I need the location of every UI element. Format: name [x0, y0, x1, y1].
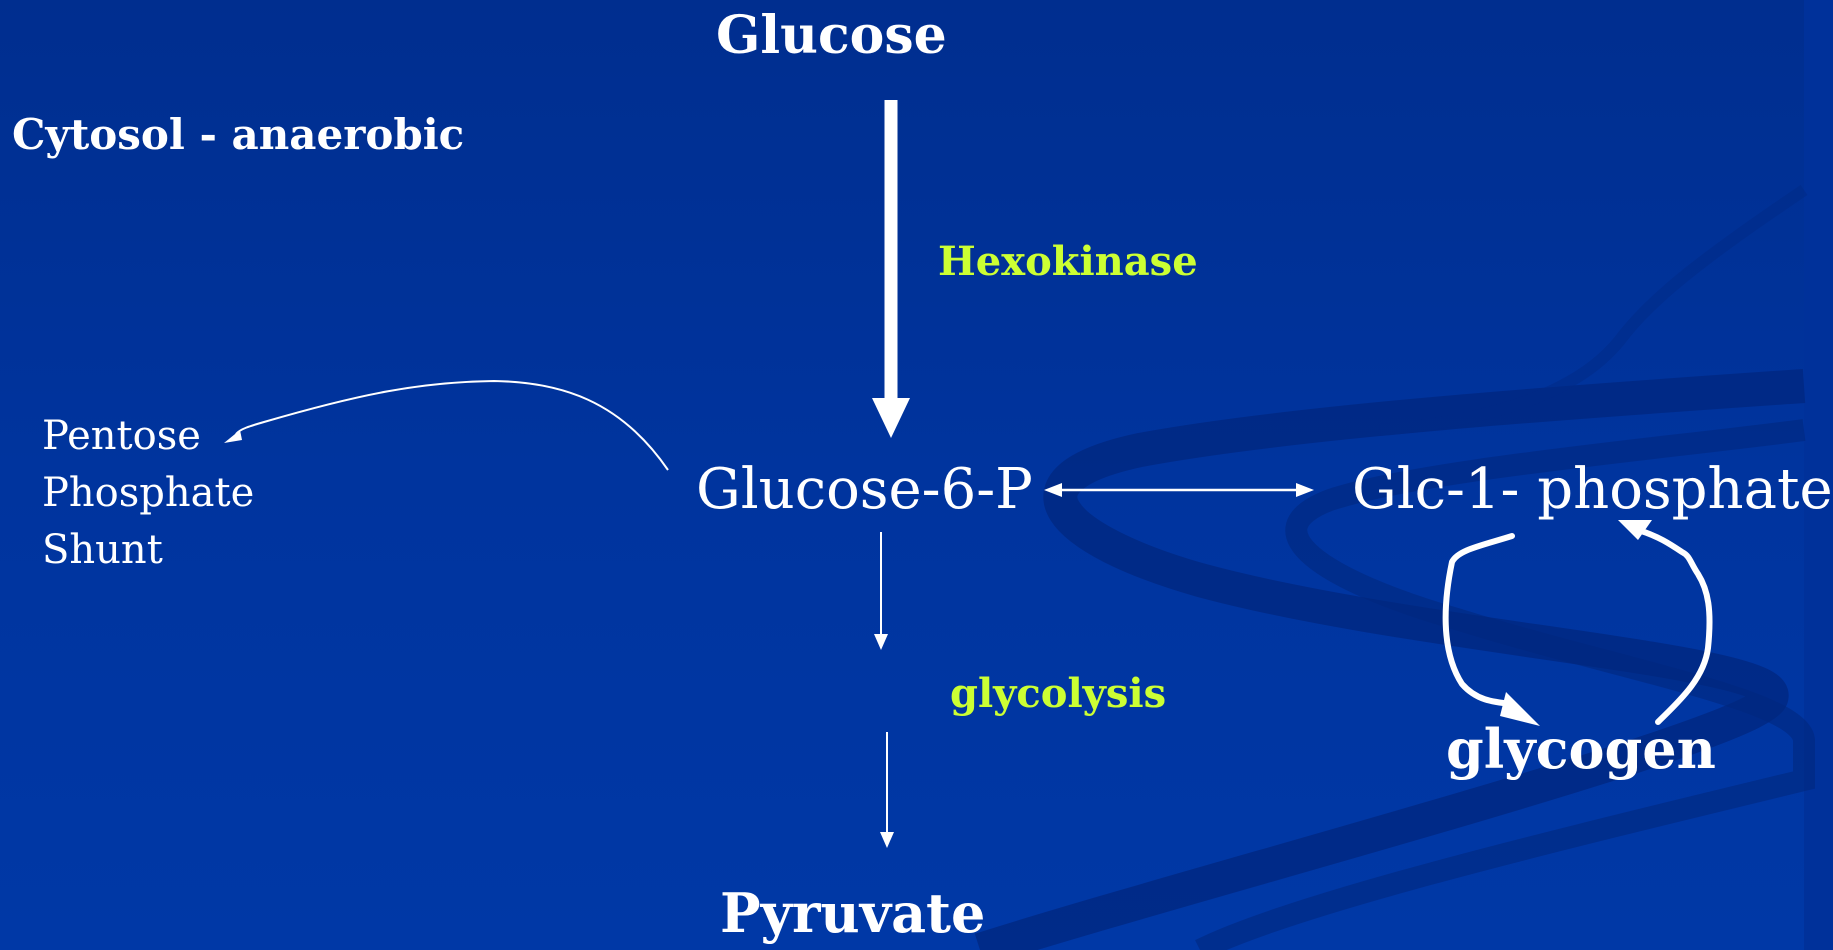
swirl-band-lower [1195, 419, 1815, 950]
glycolysis-arrow-upper-head [874, 634, 888, 650]
hexokinase-arrow-head [872, 398, 910, 438]
pentose-shunt-arrow-curve [235, 379, 669, 471]
swirl-band-upper [974, 369, 1806, 950]
glycolysis-label: glycolysis [950, 670, 1167, 717]
glucose-6-p-label: Glucose-6-P [696, 457, 1033, 522]
compartment-label: Cytosol - anaerobic [12, 110, 465, 159]
glycolysis-arrow-lower-head [880, 832, 894, 848]
g6p-g1p-arrow-head-left [1044, 483, 1062, 497]
glycogen-to-g1p-arrow [1635, 527, 1713, 725]
pentose-line-1: Pentose [42, 413, 201, 459]
glycogen-label: glycogen [1446, 717, 1716, 781]
g1p-to-glycogen-arrow-head [1500, 692, 1540, 726]
pentose-shunt-arrow-head [224, 430, 242, 443]
glc-1-phosphate-label: Glc-1- phosphate [1352, 457, 1833, 522]
pyruvate-label: Pyruvate [720, 881, 986, 945]
glucose-label: Glucose [716, 5, 947, 66]
g6p-g1p-arrow-head-right [1296, 483, 1314, 497]
swirl-band-thin [1379, 185, 1808, 436]
pentose-line-2: Phosphate [42, 470, 255, 516]
g1p-to-glycogen-arrow [1442, 533, 1515, 707]
hexokinase-enzyme-label: Hexokinase [938, 238, 1198, 285]
pentose-line-3: Shunt [42, 527, 163, 573]
glycogen-to-g1p-arrow-head [1618, 520, 1652, 540]
pentose-phosphate-shunt-label: Pentose Phosphate Shunt [42, 408, 254, 579]
